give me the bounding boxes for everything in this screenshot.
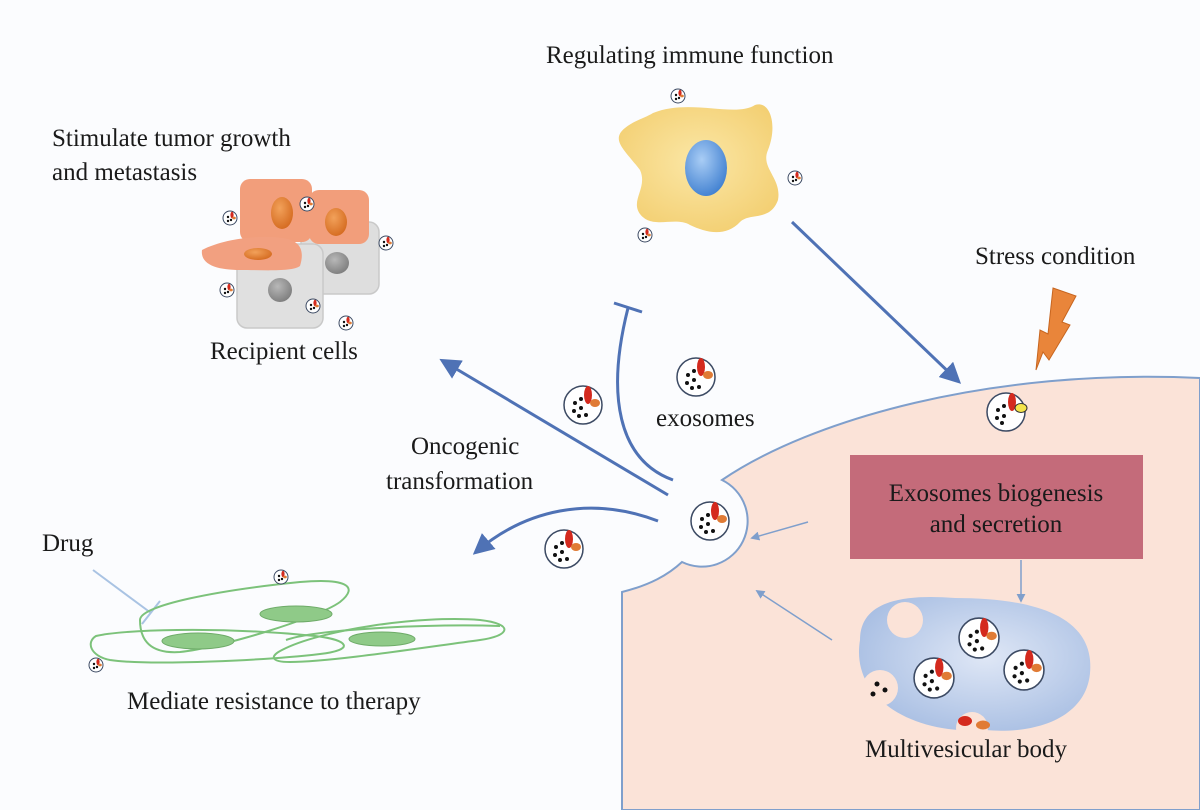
recipient-cells xyxy=(201,179,380,329)
small-exosome-icon xyxy=(338,315,354,331)
label-oncogenic-line1: Oncogenic xyxy=(411,433,520,460)
exosome-icon xyxy=(986,392,1028,432)
small-exosome-icon xyxy=(670,88,686,104)
small-exosome-icon xyxy=(88,657,104,673)
label-tumor-line2: and metastasis xyxy=(52,159,198,186)
lightning-bolt-icon xyxy=(1035,287,1077,371)
small-exosome-icon xyxy=(378,235,394,251)
small-exosome-icon xyxy=(787,170,803,186)
exosome-icon xyxy=(676,357,716,397)
label-multivesicular-body: Multivesicular body xyxy=(865,736,1068,763)
small-exosome-icon xyxy=(273,569,289,585)
label-biogenesis-line1: Exosomes biogenesis xyxy=(888,480,1104,507)
label-drug: Drug xyxy=(42,530,94,557)
small-exosome-icon xyxy=(637,227,653,243)
label-regulating-immune: Regulating immune function xyxy=(546,42,834,69)
label-exosomes: exosomes xyxy=(656,405,755,432)
resistant-cells xyxy=(89,580,506,664)
small-exosome-icon xyxy=(299,196,315,212)
small-exosome-icon xyxy=(219,282,235,298)
exosome-icon xyxy=(544,529,584,569)
label-oncogenic-line2: transformation xyxy=(386,468,534,495)
arrow-to-resistant xyxy=(472,506,659,555)
label-resistance: Mediate resistance to therapy xyxy=(127,688,421,715)
arrow-to-donor xyxy=(790,220,962,384)
label-biogenesis-line2: and secretion xyxy=(929,511,1063,538)
inhibition-bar-icon xyxy=(613,301,643,314)
drug-inhibitor-line xyxy=(92,569,152,614)
biogenesis-box xyxy=(850,455,1143,559)
multivesicular-body xyxy=(858,596,1091,744)
inhibition-bar-icon xyxy=(141,600,161,625)
exosome-icon xyxy=(563,385,603,425)
small-exosome-icon xyxy=(222,210,238,226)
exosome-icon xyxy=(690,501,730,541)
arrow-to-recipient xyxy=(439,358,669,497)
immune-cell xyxy=(618,104,779,233)
label-recipient-cells: Recipient cells xyxy=(210,338,358,365)
label-biogenesis: Exosomes biogenesis and secretion xyxy=(850,478,1142,540)
label-stress: Stress condition xyxy=(975,243,1136,270)
label-tumor-line1: Stimulate tumor growth xyxy=(52,125,291,152)
small-exosome-icon xyxy=(305,298,321,314)
inhibition-curve xyxy=(616,307,674,482)
